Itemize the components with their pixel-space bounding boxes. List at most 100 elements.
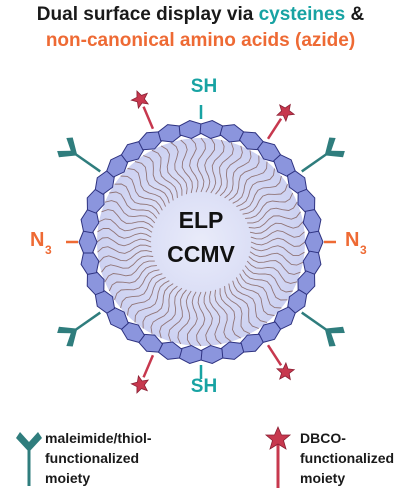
elp-chain [245, 192, 294, 219]
elp-chain [236, 168, 275, 208]
maleimide-y-icon [16, 432, 42, 486]
elp-chain [242, 269, 288, 301]
elp-chains-overlay [96, 137, 306, 347]
azide-label-left: N 3 [30, 229, 52, 257]
particle-label-elp: ELP [179, 207, 224, 233]
elp-chain [196, 291, 206, 347]
elp-chain [239, 175, 282, 211]
elp-chain [228, 155, 260, 201]
azide-label-right: N 3 [345, 229, 367, 257]
elp-chain [142, 283, 174, 329]
elp-chain [247, 201, 298, 224]
elp-chain [159, 287, 183, 339]
azide-left-main: N [30, 229, 44, 251]
legend-left-line-3: moiety [45, 470, 91, 486]
title-line-1-suffix: & [345, 4, 365, 25]
elp-chain [242, 184, 288, 215]
elp-chain [180, 139, 193, 194]
capsid-hexagon [199, 119, 224, 139]
title-line-2: non-canonical amino acids (azide) [45, 30, 356, 51]
elp-chain [97, 244, 152, 254]
elp-chain [160, 145, 183, 196]
legend-left: maleimide/thiol- functionalized moiety [45, 428, 152, 488]
dbco-star-icon [130, 90, 155, 130]
capsid-tile [178, 119, 203, 139]
elp-chain [196, 137, 206, 193]
capsid-diagram: ELP CCMV SH SH N 3 N 3 [30, 76, 367, 397]
legend-right-line-1: DBCO- [300, 430, 346, 446]
elp-chain [114, 269, 160, 300]
elp-chain [114, 183, 160, 215]
elp-chain [134, 161, 170, 204]
elp-chain [219, 288, 242, 339]
elp-chain [214, 289, 232, 342]
elp-chain [249, 221, 304, 234]
elp-chain [232, 161, 268, 204]
elp-chain [98, 250, 153, 263]
elp-chain [250, 237, 306, 247]
capsid-tile [80, 250, 100, 275]
azide-right-sub: 3 [360, 243, 367, 257]
capsid-hexagon [304, 230, 324, 254]
title-line-1: Dual surface display via cysteines & [0, 4, 401, 26]
capsid-tile [199, 119, 224, 139]
maleimide-y-icon [301, 311, 345, 347]
capsid-hexagon [178, 345, 203, 365]
legend-right-line-3: moiety [300, 470, 346, 486]
title-line-1-prefix: Dual surface display via [36, 4, 259, 25]
elp-chain [143, 155, 174, 201]
capsid-tile [304, 230, 324, 254]
elp-chain [186, 291, 198, 346]
sh-label-bottom: SH [191, 376, 217, 397]
elp-chain [248, 256, 301, 275]
capsid-tile [78, 230, 98, 254]
capsid-hexagon [80, 250, 100, 275]
elp-chain [224, 286, 251, 335]
elp-chain [203, 291, 213, 346]
elp-chain [96, 237, 152, 247]
elp-chain [104, 260, 155, 283]
capsid-tile [302, 250, 322, 275]
surface-ligands [57, 90, 345, 394]
capsid-tile [80, 209, 100, 234]
dbco-star-icon [266, 344, 296, 381]
elp-chain [239, 273, 282, 309]
dbco-star-icon [266, 103, 296, 140]
sh-label-top: SH [191, 76, 217, 97]
elp-chain [249, 251, 304, 266]
maleimide-y-icon [57, 137, 101, 173]
elp-chain [204, 138, 216, 193]
elp-chain [215, 142, 234, 195]
elp-chain [101, 255, 154, 273]
elp-chain [250, 230, 305, 240]
dbco-star-icon [264, 426, 292, 488]
elp-chain [150, 285, 178, 334]
legend-left-line-1: maleimide/thiol- [45, 430, 152, 446]
elp-chain [108, 265, 157, 292]
elp-chain [120, 273, 163, 309]
particle-label-ccmv: CCMV [167, 241, 235, 267]
azide-left-sub: 3 [45, 243, 52, 257]
elp-chain [228, 283, 259, 329]
elp-chain [97, 227, 152, 239]
maleimide-y-icon [301, 137, 345, 173]
elp-chain [109, 191, 158, 219]
maleimide-y-icon [57, 311, 101, 347]
elp-chain [134, 280, 170, 323]
dbco-star-icon [130, 354, 155, 394]
elp-chain [127, 168, 167, 207]
legend-left-line-2: functionalized [45, 450, 140, 466]
elp-chain [209, 290, 222, 345]
title-highlight-cysteines: cysteines [258, 4, 346, 25]
legend-right-line-2: functionalized [300, 450, 395, 466]
elp-chain [219, 145, 243, 197]
elp-chain [98, 218, 153, 233]
capsid-shell [78, 119, 324, 365]
elp-chain [189, 138, 199, 193]
elp-chain [246, 260, 298, 284]
elp-chain [250, 245, 305, 257]
capsid-tile [302, 209, 322, 234]
elp-chain [177, 290, 192, 345]
azide-right-main: N [345, 229, 359, 251]
elp-chain [244, 265, 293, 293]
